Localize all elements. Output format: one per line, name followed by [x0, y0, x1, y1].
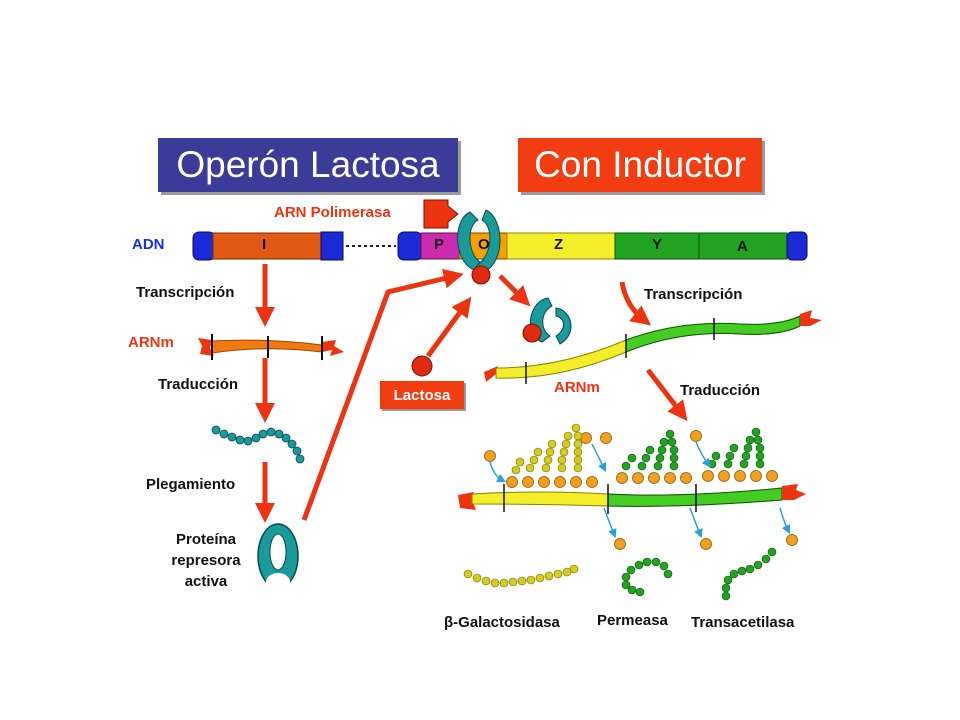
protein-transacetilasa — [721, 547, 777, 601]
lactosa-label: Lactosa — [380, 381, 464, 409]
arn-polimerasa-shape — [423, 199, 459, 229]
gene-p-segment — [420, 232, 460, 260]
nascent-chains-ya — [621, 427, 765, 471]
arn-polimerasa-label: ARN Polimerasa — [274, 204, 391, 221]
permeasa-label: Permeasa — [597, 612, 668, 629]
gene-i-segment — [212, 232, 322, 260]
proteina-represora-activa-label: Proteína represora activa — [160, 529, 252, 592]
proteina-line-3: activa — [184, 573, 228, 590]
title-operon-lactosa: Operón Lactosa — [158, 138, 458, 192]
proteina-line-2: represora — [171, 552, 241, 569]
arrow-repressor-to-operator — [301, 268, 464, 521]
ribosome-flow-arrows — [489, 441, 791, 539]
beta-galactosidasa-label: β-Galactosidasa — [444, 614, 560, 631]
gene-y-segment — [614, 232, 700, 260]
arnm-left — [198, 334, 344, 360]
left-arrows — [255, 264, 688, 523]
dna-cap-right — [786, 231, 808, 261]
arrow-traduccion-right — [646, 368, 688, 422]
lactosa-molecule — [411, 355, 433, 377]
title-con-inductor: Con Inductor — [518, 138, 762, 192]
polipeptido-left — [211, 425, 305, 464]
traduccion-left-label: Traducción — [158, 376, 239, 393]
gene-i-label: I — [262, 236, 267, 253]
transcripcion-left-label: Transcripción — [136, 284, 235, 301]
gene-z-label: Z — [554, 236, 564, 253]
ribosomes — [484, 430, 798, 550]
arrow-lactose-to-repressor — [425, 296, 472, 358]
proteina-represora-activa-shape — [257, 523, 299, 591]
proteina-line-1: Proteína — [175, 531, 236, 548]
dna-cap-operon-left — [397, 231, 423, 261]
arrow-repressor-release — [498, 274, 531, 307]
adn-label: ADN — [132, 236, 165, 253]
gene-p-label: P — [434, 236, 445, 253]
dna-cap-left — [192, 231, 216, 261]
arnm-right — [484, 310, 822, 384]
nascent-chains-z — [511, 423, 583, 475]
plegamiento-label: Plegamiento — [146, 476, 236, 493]
repressor-on-operator — [457, 209, 501, 285]
arnm-right-label: ARNm — [554, 379, 600, 396]
transcripcion-right-label: Transcripción — [644, 286, 743, 303]
arnm-translating — [458, 484, 806, 514]
traduccion-right-label: Traducción — [680, 382, 761, 399]
arrow-transcripcion-right — [619, 281, 652, 326]
gene-y-label: Y — [652, 236, 663, 253]
transacetilasa-label: Transacetilasa — [691, 614, 795, 631]
gene-z-segment — [506, 232, 616, 260]
arnm-left-label: ARNm — [128, 334, 174, 351]
gene-a-label: A — [737, 238, 748, 255]
protein-beta-galactosidasa — [463, 564, 579, 588]
repressor-released — [522, 297, 572, 345]
protein-permeasa — [621, 557, 673, 597]
gene-o-label: O — [478, 236, 490, 253]
dna-cap-i-right — [320, 231, 344, 261]
